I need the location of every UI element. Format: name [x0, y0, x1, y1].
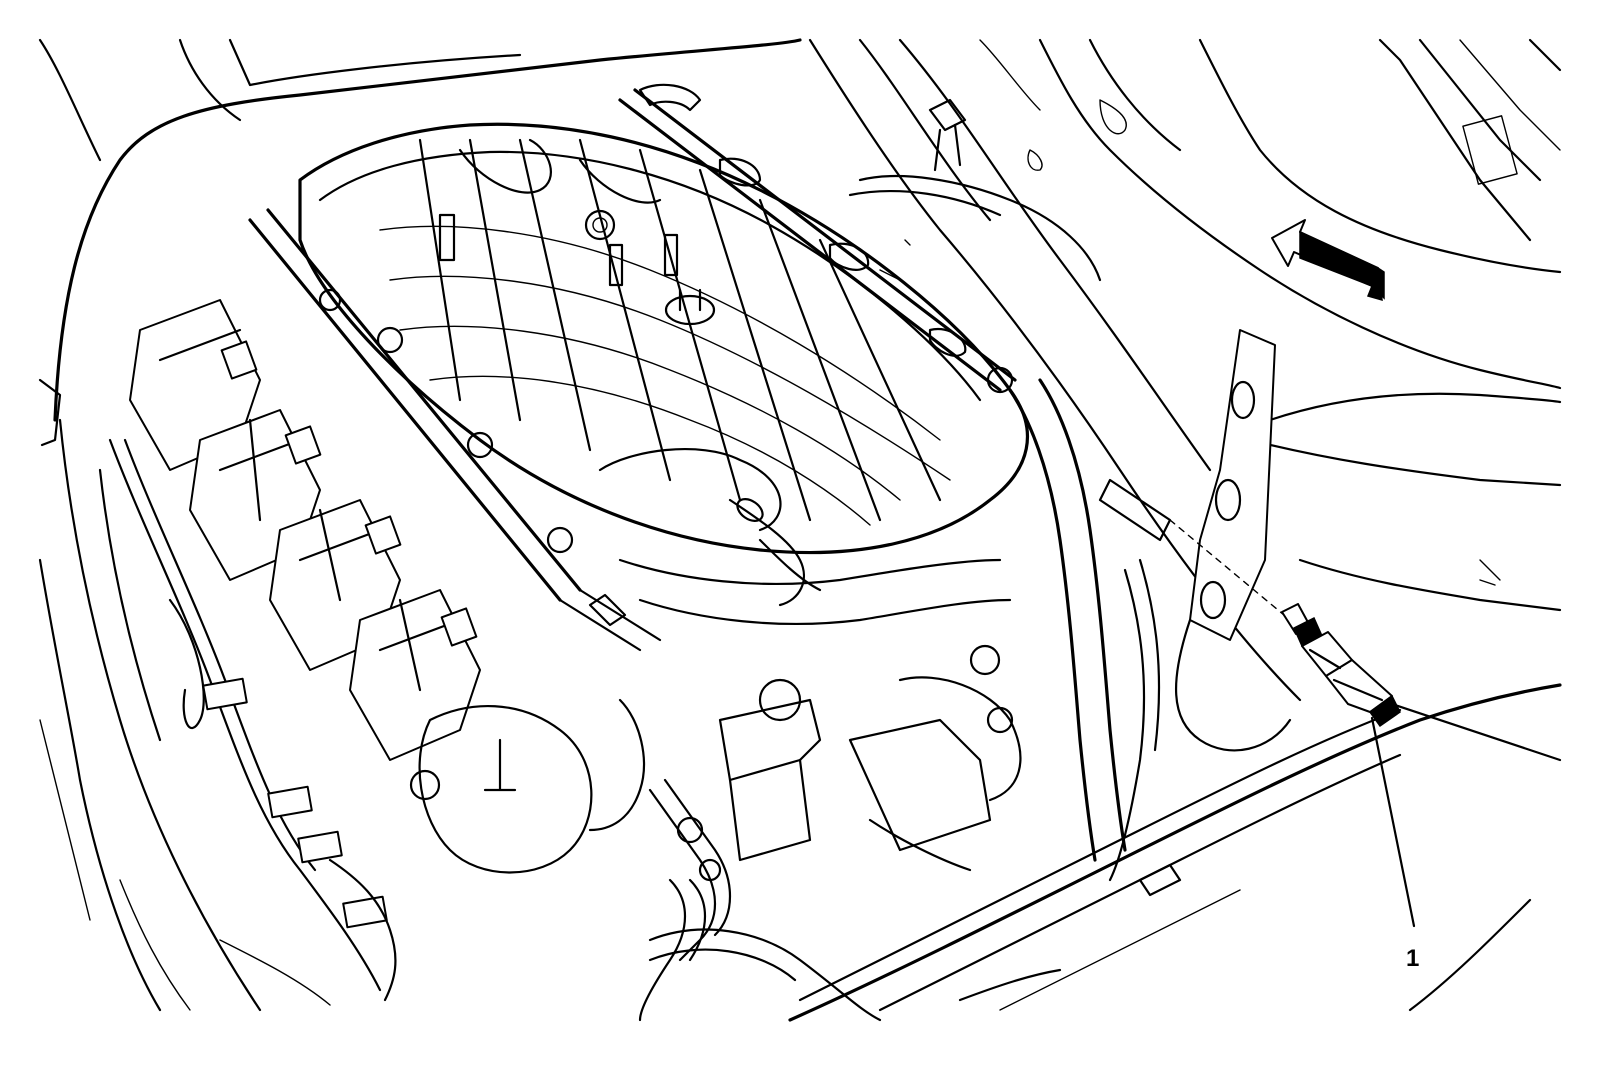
body-outline	[38, 38, 1562, 1012]
engine-lower	[409, 558, 1022, 962]
forward-arrow-icon	[1271, 219, 1385, 302]
fuel-rail-left	[248, 208, 662, 652]
ignition-coils	[129, 299, 481, 761]
wire-harness-left	[108, 438, 397, 1006]
mounting-bracket	[1175, 329, 1292, 752]
sensor-component	[1169, 519, 1401, 728]
callout-leader	[1370, 716, 1416, 928]
callout-number-1: 1	[1406, 945, 1419, 972]
intake-manifold	[298, 122, 1029, 555]
front-fascia	[788, 683, 1562, 1022]
coolant-hoses	[638, 378, 1161, 1022]
fuel-rail-right	[618, 83, 1017, 392]
